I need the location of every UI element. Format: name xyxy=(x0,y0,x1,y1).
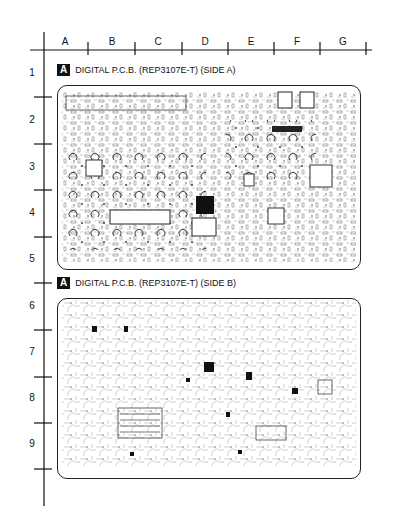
grid-column-letter: F xyxy=(294,36,300,48)
board-badge: A xyxy=(57,64,70,76)
grid-row-number: 6 xyxy=(29,300,35,312)
grid-frame xyxy=(30,32,372,506)
grid-row-number: 2 xyxy=(29,114,35,126)
grid-column-letter: E xyxy=(248,36,255,48)
panel-heading: A DIGITAL P.C.B. (REP3107E-T) (SIDE A) xyxy=(57,62,362,78)
board-title: DIGITAL P.C.B. (REP3107E-T) (SIDE A) xyxy=(75,64,235,76)
side-a-components xyxy=(62,92,356,262)
grid-row-number: 9 xyxy=(29,438,35,450)
pcb-panel: A DIGITAL P.C.B. (REP3107E-T) (SIDE B) xyxy=(57,275,362,480)
grid-column-letter: A xyxy=(62,36,69,48)
board-outline xyxy=(57,85,361,270)
board-title: DIGITAL P.C.B. (REP3107E-T) (SIDE B) xyxy=(75,277,236,289)
side-b-traces xyxy=(62,300,356,466)
board-badge: A xyxy=(57,277,70,289)
grid-row-number: 8 xyxy=(29,392,35,404)
grid-row-number: 4 xyxy=(29,207,35,219)
grid-row-number: 3 xyxy=(29,161,35,173)
pcb-panel: A DIGITAL P.C.B. (REP3107E-T) (SIDE A) xyxy=(57,62,362,271)
grid-column-letter: C xyxy=(154,36,161,48)
grid-column-letter: B xyxy=(109,36,116,48)
grid-row-number: 1 xyxy=(29,67,35,79)
grid-row-number: 7 xyxy=(29,346,35,358)
grid-column-letter: D xyxy=(201,36,208,48)
board-outline xyxy=(57,298,361,479)
grid-row-number: 5 xyxy=(29,253,35,265)
grid-column-letter: G xyxy=(339,36,347,48)
panel-heading: A DIGITAL P.C.B. (REP3107E-T) (SIDE B) xyxy=(57,275,362,291)
